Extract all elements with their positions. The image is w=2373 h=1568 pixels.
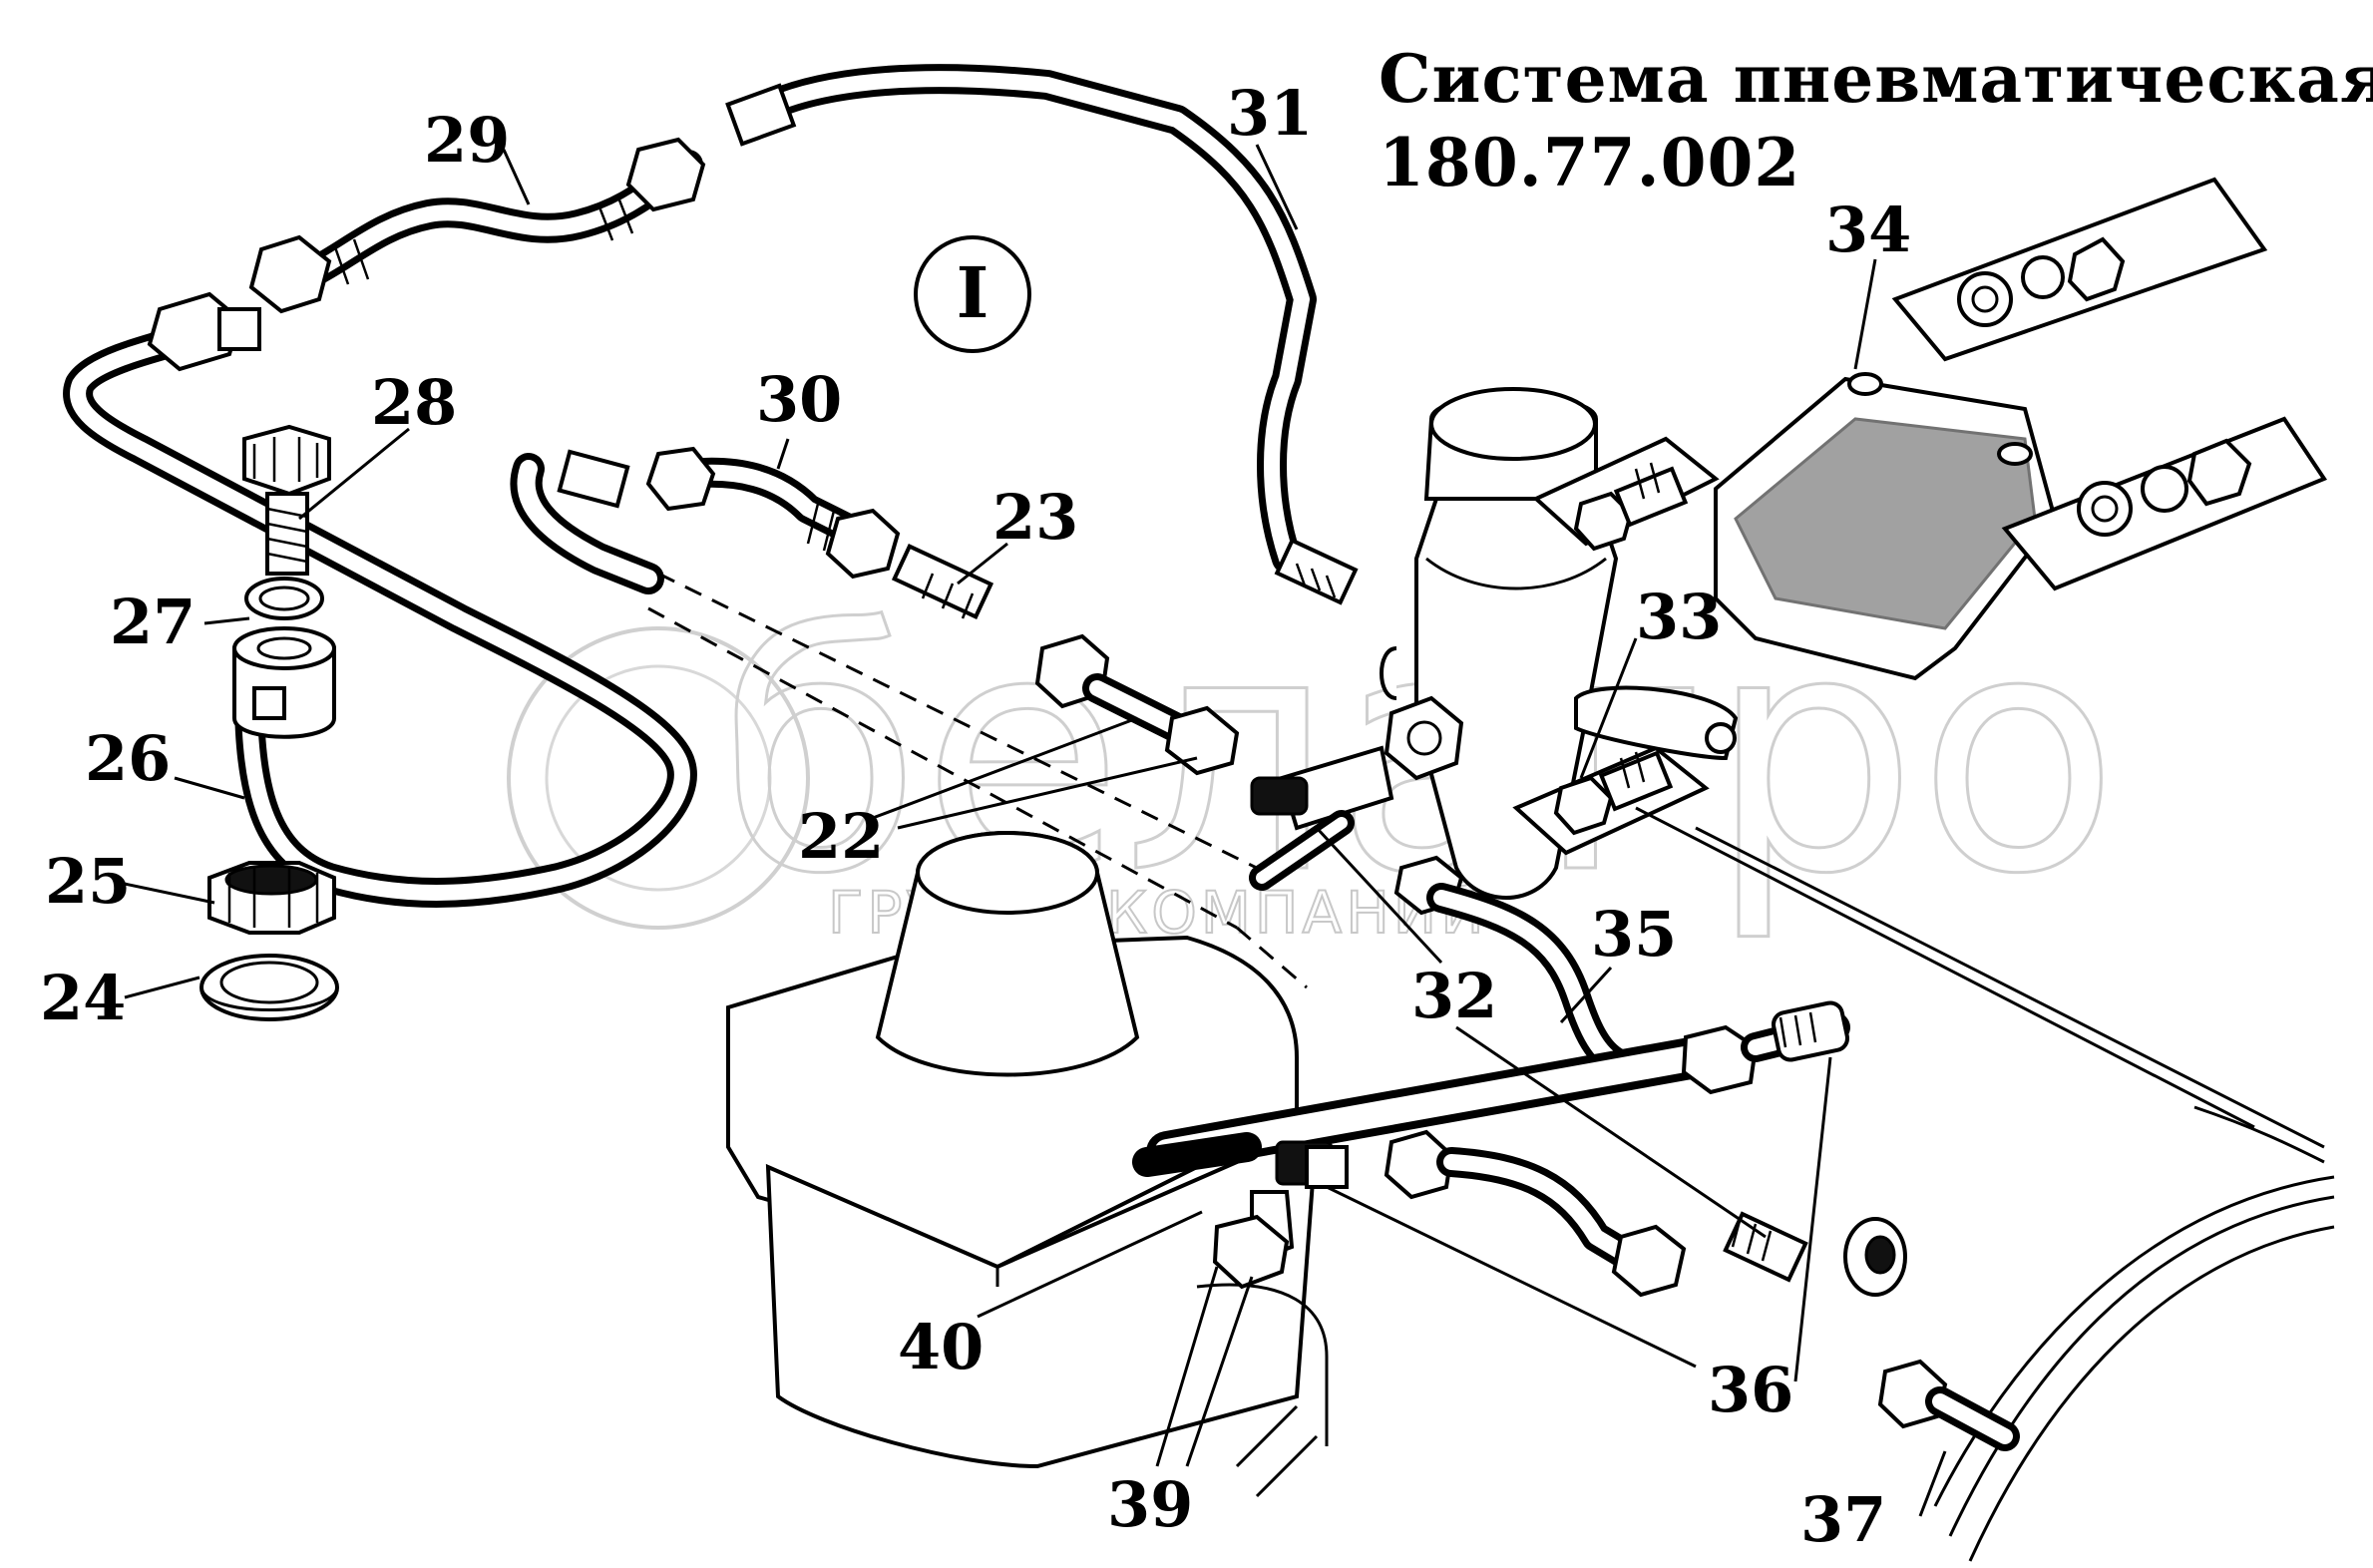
part-22-bolt [1034,633,1240,776]
leader-lines [119,144,1947,1517]
view-marker-circle [914,235,1031,353]
tank [726,831,1329,1498]
part-27-washer [244,577,324,620]
guide-lines [647,572,1308,989]
pipe-30 [510,446,901,594]
part-24-gasket [199,954,339,1021]
callout-35: 35 [1591,898,1677,971]
callout-27: 27 [110,586,196,658]
diagram-title: Система пневматическая [1379,40,2373,118]
callout-24: 24 [40,962,126,1034]
part-33-bolts [1512,436,1720,856]
part-25-nut [207,861,336,935]
callout-32: 32 [1411,960,1497,1032]
callout-37: 37 [1800,1483,1886,1556]
part-23 [891,544,994,619]
diagram-number: 180.77.002 [1379,124,1801,201]
pipe-31 [725,64,1359,605]
callout-28: 28 [371,366,457,439]
part-28-bolt [242,424,331,576]
callout-23: 23 [992,481,1078,554]
pipe-29 [248,137,706,314]
callout-26: 26 [85,722,171,795]
part-36-plug [1723,1211,1907,1297]
callout-40: 40 [898,1311,984,1383]
part-34-bracket [1714,177,2328,681]
callout-39: 39 [1107,1468,1193,1541]
callout-31: 31 [1227,77,1313,150]
manifold-fittings [1212,1129,1687,1298]
callout-25: 25 [45,845,131,918]
callout-30: 30 [756,363,842,436]
callouts: 29 31 34 28 30 23 27 33 26 22 25 35 32 2… [40,77,1911,1556]
view-marker-label: I [957,251,989,334]
callout-34: 34 [1825,194,1911,266]
callout-22: 22 [798,800,884,873]
part-32-fittings [1249,685,1739,891]
watermark-logo-ring [507,626,810,930]
view-marker: I [914,235,1031,353]
frame-lines [1635,806,2335,1562]
manifold [1132,1000,1850,1177]
callout-29: 29 [424,104,510,177]
callout-36: 36 [1708,1354,1793,1426]
callout-33: 33 [1636,581,1722,653]
part-26-banjo [232,626,336,739]
part-37-fitting [1877,1359,2020,1451]
